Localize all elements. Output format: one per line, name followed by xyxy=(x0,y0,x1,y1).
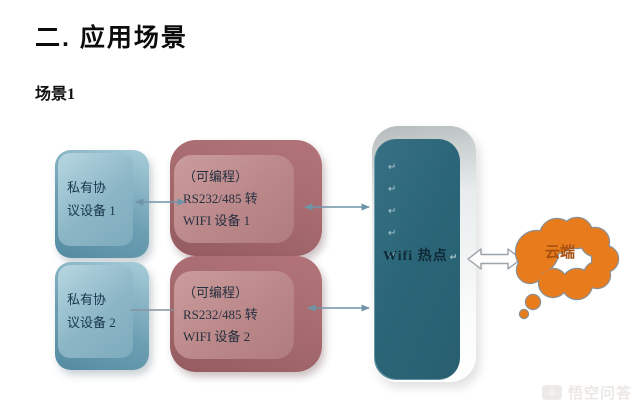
watermark-logo-icon xyxy=(541,385,562,400)
return-mark-icon: ↵ xyxy=(388,206,397,217)
return-mark-icon: ↵ xyxy=(388,184,397,195)
converter-2-box: （可编程） RS232/485 转 WIFI 设备 2 xyxy=(170,256,322,372)
watermark: 悟空问答 xyxy=(541,382,632,403)
device-label-line: 议设备 1 xyxy=(67,202,116,218)
hotspot-face: ↵ ↵ ↵ ↵ ↵ Wifi 热点↵ xyxy=(374,139,460,380)
device-label-line: 私有协 xyxy=(67,291,107,307)
cloud-shape: 云端 xyxy=(514,216,620,320)
hotspot-label-text: Wifi 热点 xyxy=(383,249,448,264)
converter-1-box: （可编程） RS232/485 转 WIFI 设备 1 xyxy=(170,140,322,256)
device-2-face: 私有协 议设备 2 xyxy=(58,265,133,358)
hotspot-label: Wifi 热点↵ xyxy=(383,245,458,265)
converter-label-line: （可编程） xyxy=(183,284,249,300)
device-label-line: 议设备 2 xyxy=(67,314,116,330)
converter-2-face: （可编程） RS232/485 转 WIFI 设备 2 xyxy=(174,271,294,359)
converter-1-face: （可编程） RS232/485 转 WIFI 设备 1 xyxy=(174,155,294,243)
converter-label-line: WIFI 设备 1 xyxy=(183,213,251,229)
converter-label-line: RS232/485 转 xyxy=(183,190,258,206)
converter-label-line: （可编程） xyxy=(183,168,249,184)
return-marks-column: ↵ ↵ ↵ ↵ ↵ xyxy=(388,157,396,267)
device-1-face: 私有协 议设备 1 xyxy=(58,153,133,246)
cloud-label: 云端 xyxy=(545,243,575,261)
scene-label: 场景1 xyxy=(35,86,76,103)
hotspot-box: ↵ ↵ ↵ ↵ ↵ Wifi 热点↵ xyxy=(372,126,476,382)
cloud-fill xyxy=(516,218,618,318)
return-mark-icon: ↵ xyxy=(388,228,397,239)
device-2-box: 私有协 议设备 2 xyxy=(55,262,149,370)
converter-label-line: WIFI 设备 2 xyxy=(183,329,251,345)
return-mark-icon: ↵ xyxy=(449,253,459,263)
converter-label-line: RS232/485 转 xyxy=(183,306,258,322)
return-mark-icon: ↵ xyxy=(388,162,397,173)
watermark-text: 悟空问答 xyxy=(567,385,632,402)
page-title: 二. 应用场景 xyxy=(35,24,188,52)
return-mark-icon: ↵ xyxy=(388,250,397,261)
device-label-line: 私有协 xyxy=(67,179,107,195)
device-1-box: 私有协 议设备 1 xyxy=(55,150,149,258)
